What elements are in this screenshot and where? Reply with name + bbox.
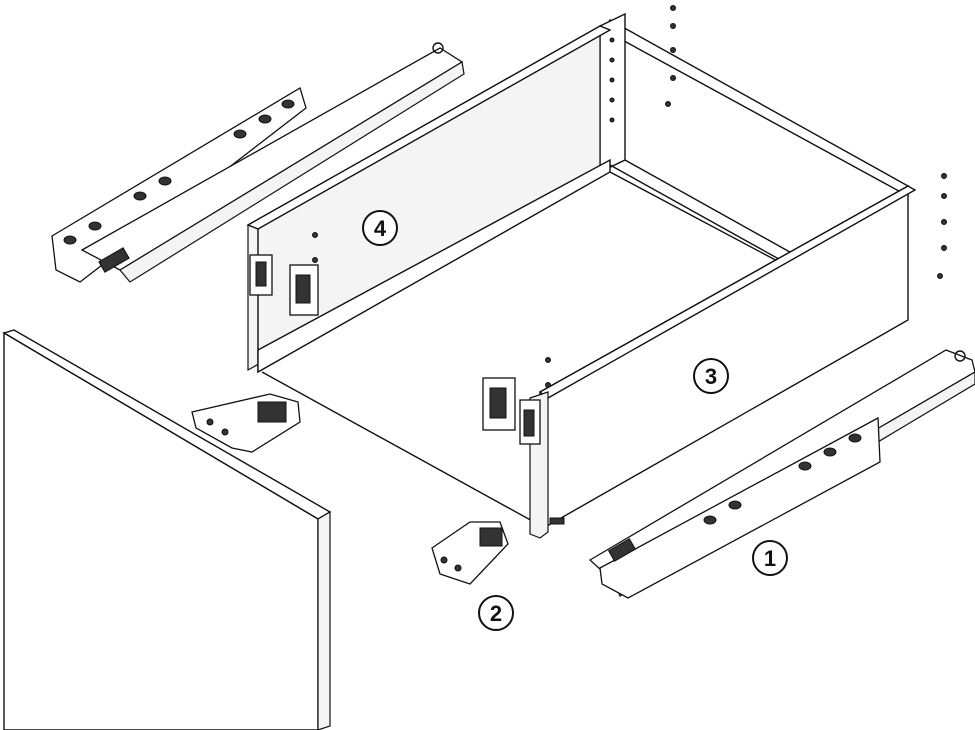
back-panel-holes	[609, 37, 615, 123]
runner-right-holes	[703, 433, 862, 525]
front-fixing-bracket-upper	[191, 393, 301, 453]
front-fixing-bracket-lower	[431, 521, 509, 585]
runner-left	[51, 42, 465, 283]
callout-2-label: 2	[490, 601, 502, 626]
side-left-bracket	[249, 254, 319, 316]
drawer-side-left	[246, 24, 612, 374]
screws-back	[665, 5, 947, 279]
drawer-front-panel	[2, 329, 332, 730]
runner-right	[588, 349, 975, 599]
callout-1: 1	[752, 540, 788, 576]
callout-3-label: 3	[705, 364, 717, 389]
callout-2: 2	[478, 595, 514, 631]
side-right-bracket	[482, 377, 541, 445]
callout-4-label: 4	[374, 216, 387, 241]
callout-1-label: 1	[764, 546, 776, 571]
drawer-side-right	[482, 184, 917, 539]
runner-left-holes	[63, 99, 295, 245]
callout-3: 3	[693, 358, 729, 394]
callout-4: 4	[362, 210, 398, 246]
